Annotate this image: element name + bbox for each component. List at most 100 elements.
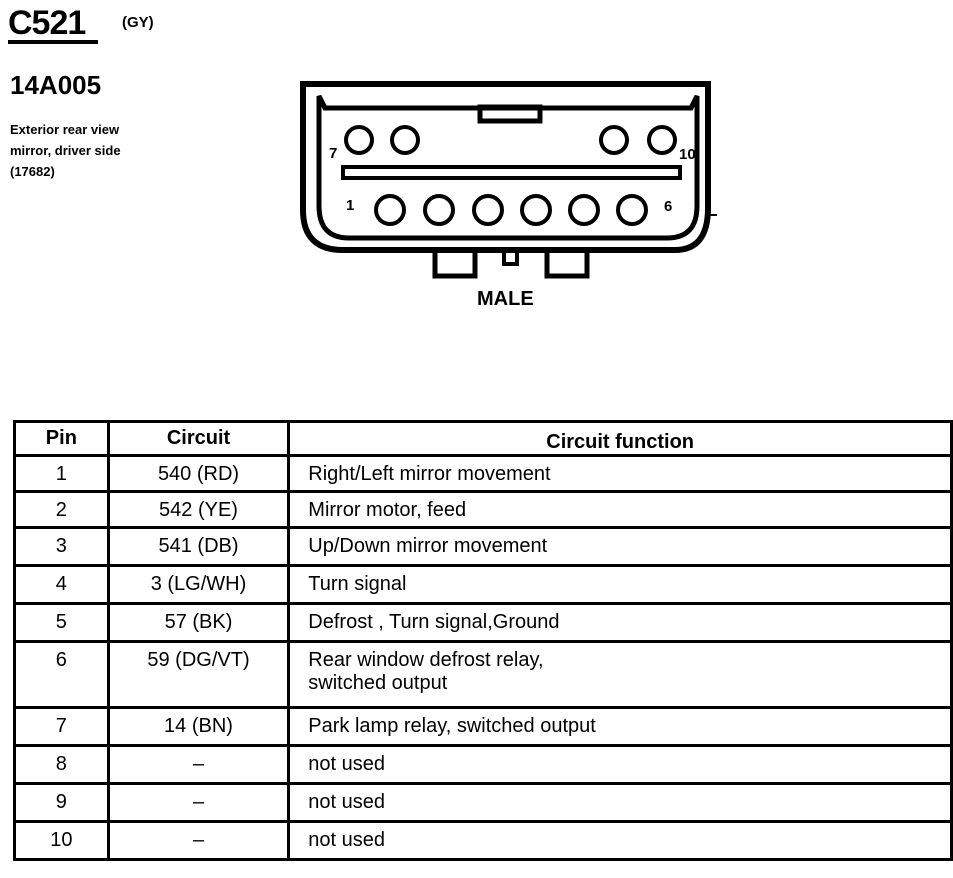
pin-number: 2 [55,499,67,521]
connector-face-diagram: 7 10 1 6 [300,81,717,279]
circuit-function-text: Turn signal [308,573,407,595]
connector-center-tab [502,250,519,266]
pin-number: 6 [55,649,67,671]
cell-circuit-function: Turn signal [287,564,953,605]
cell-circuit: 542 (YE) [106,490,291,529]
description-line: (17682) [10,164,55,179]
pin-number: 7 [55,715,67,737]
pin-number: 1 [55,463,67,485]
connector-color: (GY) [122,14,154,31]
pin-hole [423,194,455,226]
cell-circuit-function: not used [287,820,953,861]
circuit-code: 57 (BK) [164,611,233,633]
cell-circuit: – [106,782,291,823]
circuit-function-text: Mirror motor, feed [308,499,467,521]
circuit-function-text: not used [308,791,386,813]
circuit-code: 540 (RD) [157,463,240,485]
pin-hole [520,194,552,226]
pin-hole [390,125,420,155]
cell-circuit-function: not used [287,782,953,823]
header-circuit-function-text: Circuit function [546,431,695,453]
cell-circuit-function: Right/Left mirror movement [287,454,953,493]
cell-pin: 4 [13,564,110,605]
pin-hole [472,194,504,226]
table-row: 1 540 (RD) Right/Left mirror movement [13,454,953,493]
circuit-function-text: Up/Down mirror movement [308,535,548,557]
circuit-function-text: switched output [308,672,448,694]
table-row: 4 3 (LG/WH) Turn signal [13,564,953,605]
cell-circuit: 541 (DB) [106,526,291,567]
circuit-function-text: not used [308,753,386,775]
table-row: 5 57 (BK) Defrost , Turn signal,Ground [13,602,953,643]
pin-number: 5 [55,611,67,633]
table-row: 3 541 (DB) Up/Down mirror movement [13,526,953,567]
description-line: Exterior rear view [10,122,120,137]
cell-circuit: 57 (BK) [106,602,291,643]
circuit-function-text: Park lamp relay, switched output [308,715,596,737]
circuit-function-text: Defrost , Turn signal,Ground [308,611,560,633]
connector-inner-cavity [316,94,700,241]
circuit-code: – [192,753,205,775]
connector-key [477,104,543,124]
pin-hole [616,194,648,226]
pin-number: 8 [55,753,67,775]
connector-separator-bar [341,165,682,180]
pin-hole [344,125,374,155]
circuit-code: 542 (YE) [159,499,238,521]
cell-circuit-function: Mirror motor, feed [287,490,953,529]
pin-number: 10 [50,829,73,851]
table-row: 9 – not used [13,782,953,823]
table-row: 7 14 (BN) Park lamp relay, switched output [13,706,953,747]
description-line: mirror, driver side [10,143,121,158]
cell-circuit: 540 (RD) [106,454,291,493]
cell-pin: 5 [13,602,110,643]
cell-pin: 2 [13,490,110,529]
header-pin: Pin [13,420,110,457]
connector-id: C521 [8,4,86,42]
connector-latch-tab [544,250,590,279]
table-row: 2 542 (YE) Mirror motor, feed [13,490,953,529]
pin-label-6: 6 [664,198,672,215]
header-circuit-function: Circuit function [287,420,953,457]
circuit-code: – [192,791,205,813]
table-row: 10 – not used [13,820,953,861]
connector-gender-label: MALE [477,288,534,310]
circuit-code: 14 (BN) [164,715,233,737]
cell-circuit: – [106,820,291,861]
circuit-function-text: Rear window defrost relay, [308,649,544,671]
cell-pin: 8 [13,744,110,785]
cell-pin: 6 [13,640,110,709]
cell-pin: 7 [13,706,110,747]
pin-label-1: 1 [346,197,354,214]
part-number: 14A005 [10,70,102,100]
circuit-code: – [192,829,205,851]
connector-outer-shell [300,81,711,253]
cell-circuit: 59 (DG/VT) [106,640,291,709]
connector-id-underline [8,40,98,44]
table-header-row: Pin Circuit Circuit function [13,420,953,457]
cell-pin: 3 [13,526,110,567]
circuit-function-text: Right/Left mirror movement [308,463,551,485]
pin-hole [568,194,600,226]
pin-number: 4 [55,573,67,595]
pin-table: Pin Circuit Circuit function 1 540 (RD) Ri… [13,420,953,861]
pin-hole [374,194,406,226]
cell-pin: 9 [13,782,110,823]
circuit-function-text: not used [308,829,386,851]
cell-circuit-function: Rear window defrost relay,switched outpu… [287,640,953,709]
circuit-code: 59 (DG/VT) [147,649,250,671]
pin-label-7: 7 [329,145,337,162]
pin-number: 9 [55,791,67,813]
pin-hole [647,125,677,155]
cell-pin: 10 [13,820,110,861]
header-circuit: Circuit [106,420,291,457]
pin-number: 3 [55,535,67,557]
cell-circuit: – [106,744,291,785]
table-row: 8 – not used [13,744,953,785]
cell-circuit: 3 (LG/WH) [106,564,291,605]
circuit-code: 541 (DB) [158,535,239,557]
circuit-code: 3 (LG/WH) [150,573,247,595]
cell-circuit: 14 (BN) [106,706,291,747]
pin-label-10: 10 [679,146,696,163]
